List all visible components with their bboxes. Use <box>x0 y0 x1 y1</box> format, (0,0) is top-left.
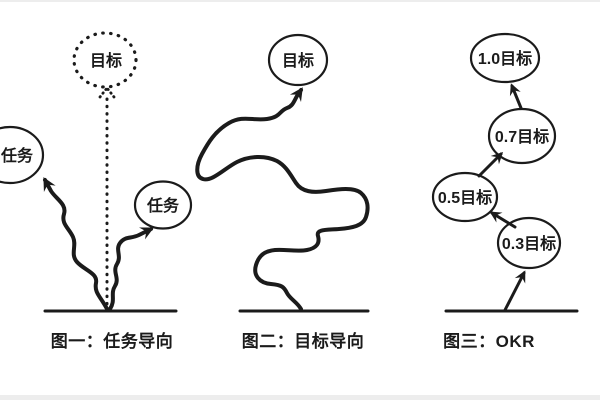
figure3-node-0-5-label: 0.5目标 <box>438 189 492 207</box>
figure1-goal-label: 目标 <box>90 52 122 70</box>
figure3-node-0-3-label: 0.3目标 <box>502 235 556 253</box>
figure3-node-0-5-circle <box>431 171 499 223</box>
figure2-winding-path-arrow <box>195 87 370 311</box>
figure3-caption: 图三：OKR <box>443 332 535 351</box>
figure1-dotted-arrowhead-chevron <box>98 86 116 99</box>
top-edge-strip <box>0 0 600 2</box>
figure3-arrow-ground-to-0-3 <box>503 270 526 312</box>
figure1-task-left-node-circle <box>0 125 45 185</box>
figure1-task-right-label: 任务 <box>146 196 180 215</box>
figure3-node-1-0-label: 1.0目标 <box>478 50 532 68</box>
figure2-goal-node-circle <box>267 33 329 87</box>
figure2-goal-label: 目标 <box>282 52 314 70</box>
figure1-task-right-node-circle <box>133 180 193 230</box>
figure3-arrow-0-3-to-0-5 <box>489 211 517 229</box>
figure1-goal-node-dotted-circle <box>72 31 138 89</box>
figure1-wavy-arrow-right <box>108 227 154 311</box>
figure2-goal-oriented: 目标 图二：目标导向 <box>195 33 370 351</box>
figure1-task-left-label: 任务 <box>0 146 34 165</box>
figure3-node-1-0-circle <box>469 32 541 84</box>
figure3-arrow-0-5-to-0-7 <box>477 151 504 178</box>
bottom-edge-strip <box>0 395 600 400</box>
figure3-node-0-3-circle <box>496 216 562 270</box>
figure1-task-oriented: 目标 任务 任务 图一：任务导向 <box>0 31 193 351</box>
figure2-caption: 图二：目标导向 <box>242 331 365 351</box>
figure3-node-0-7-label: 0.7目标 <box>495 128 549 146</box>
figure1-wavy-arrow-left <box>43 177 109 311</box>
figure3-arrow-0-7-to-1-0 <box>509 83 523 110</box>
figure1-caption: 图一：任务导向 <box>51 331 174 351</box>
figure3-okr: 1.0目标 0.7目标 0.5目标 0.3目标 图三：OKR <box>431 32 579 351</box>
